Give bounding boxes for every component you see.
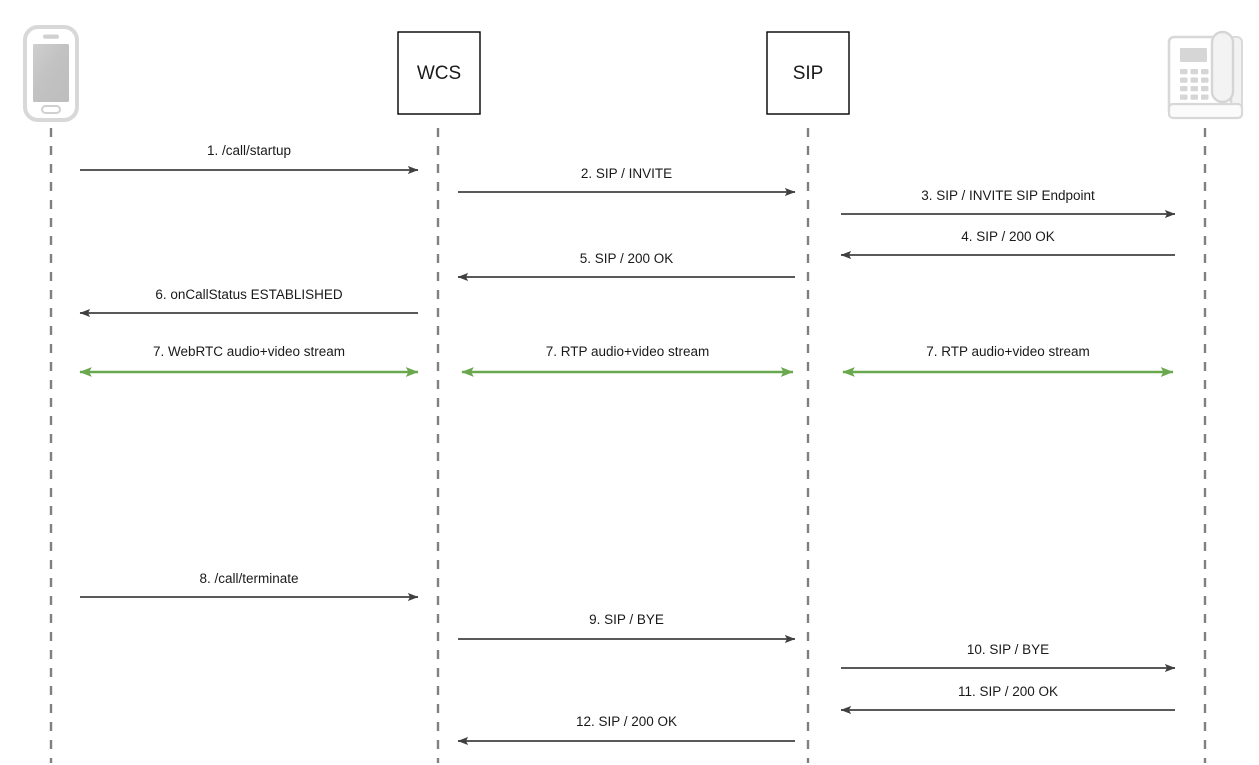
message-label-4: 4. SIP / 200 OK [961, 229, 1055, 244]
message-2: 2. SIP / INVITE [458, 166, 796, 197]
message-label-2: 2. SIP / INVITE [581, 166, 672, 181]
message-label-7a: 7. WebRTC audio+video stream [153, 344, 345, 359]
message-6: 6. onCallStatus ESTABLISHED [79, 287, 418, 318]
message-10: 10. SIP / BYE [841, 642, 1176, 673]
message-12: 12. SIP / 200 OK [457, 714, 795, 746]
message-8: 8. /call/terminate [80, 571, 419, 602]
message-label-6: 6. onCallStatus ESTABLISHED [155, 287, 343, 302]
wcs-box [397, 31, 481, 115]
message-label-1: 1. /call/startup [207, 143, 291, 158]
message-7c: 7. RTP audio+video stream [842, 344, 1174, 377]
message-5: 5. SIP / 200 OK [457, 251, 795, 282]
message-7b: 7. RTP audio+video stream [461, 344, 794, 377]
participant-sip: SIP [766, 31, 850, 763]
message-label-5: 5. SIP / 200 OK [580, 251, 674, 266]
message-4: 4. SIP / 200 OK [840, 229, 1175, 260]
message-11: 11. SIP / 200 OK [840, 684, 1175, 715]
participant-wcs: WCS [397, 31, 481, 763]
message-label-9: 9. SIP / BYE [589, 612, 664, 627]
participant-endpoint [1167, 30, 1244, 763]
message-1: 1. /call/startup [80, 143, 419, 175]
message-label-7c: 7. RTP audio+video stream [926, 344, 1089, 359]
mobile-phone-icon [23, 25, 79, 122]
participant-mobile [23, 25, 79, 763]
message-3: 3. SIP / INVITE SIP Endpoint [841, 188, 1176, 219]
messages-layer: 1. /call/startup 2. SIP / INVITE 3. SIP / … [79, 143, 1176, 746]
sip-box-label: SIP [793, 63, 824, 84]
wcs-box-label: WCS [417, 63, 461, 84]
keypad-grid [1180, 69, 1209, 100]
message-label-10: 10. SIP / BYE [967, 642, 1049, 657]
desk-phone-icon [1167, 30, 1244, 120]
message-label-11: 11. SIP / 200 OK [958, 684, 1058, 699]
message-label-3: 3. SIP / INVITE SIP Endpoint [921, 188, 1095, 203]
message-label-8: 8. /call/terminate [199, 571, 298, 586]
message-7a: 7. WebRTC audio+video stream [79, 344, 419, 377]
message-9: 9. SIP / BYE [458, 612, 796, 644]
sip-box [766, 31, 850, 115]
message-label-7b: 7. RTP audio+video stream [546, 344, 709, 359]
message-label-12: 12. SIP / 200 OK [576, 714, 677, 729]
